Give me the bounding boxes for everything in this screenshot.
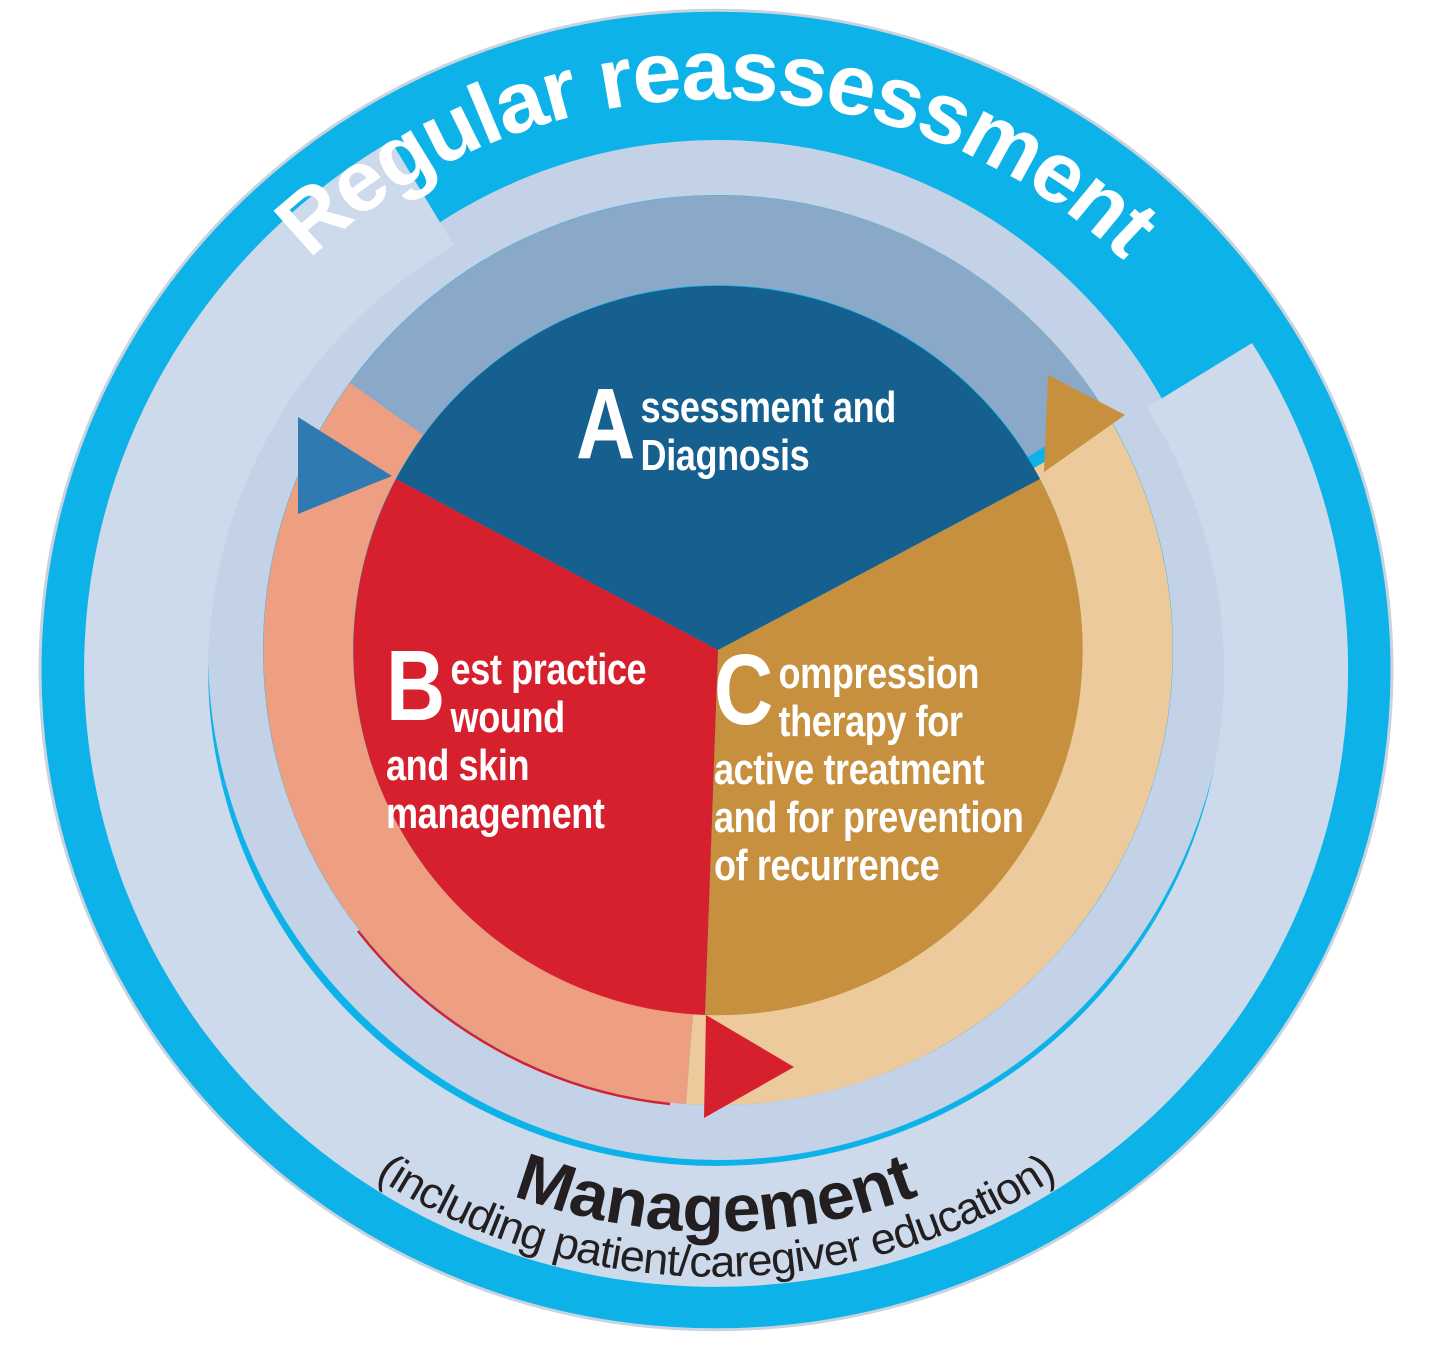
segment-c-label: C ompression therapy for active treatmen… [714,640,1091,890]
segment-b-line: management [386,789,605,838]
segment-c-wedge [705,479,1083,1016]
segment-b-line: est practice [450,645,647,694]
segment-c-line: of recurrence [714,841,940,890]
segment-b-dropcap: B [386,630,445,742]
cycle-arrow-band-c-to-a [686,423,1173,1106]
cycle-arrow-band-a-to-b [324,195,1104,468]
arrowhead-a-to-b-icon [298,417,392,514]
salmon-band-red-edge [357,930,671,1106]
segment-b-line: wound [450,693,566,742]
inner-pale-ring [208,140,1228,1160]
arrowhead-c-to-a-icon [1044,375,1125,472]
segment-a-dropcap: A [576,368,635,480]
segment-c-line: therapy for [778,697,963,746]
segment-c-line: ompression [778,649,980,698]
segment-a-wedge [396,285,1040,650]
arrowhead-b-to-c-icon [704,1015,794,1118]
segment-c-line: and for prevention [714,793,1024,842]
segment-c-line: active treatment [714,745,985,794]
cycle-arrow-band-b-to-c [263,383,693,1104]
segment-b-wedge [353,479,718,1015]
segment-b-line: and skin [386,741,530,790]
segment-c-dropcap: C [714,634,773,746]
segment-a-line: ssessment and [640,383,897,432]
segment-b-label: B est practice wound and skin management [386,636,698,838]
segment-a-line: Diagnosis [640,431,810,480]
segment-a-label: A ssessment and Diagnosis [576,374,920,480]
